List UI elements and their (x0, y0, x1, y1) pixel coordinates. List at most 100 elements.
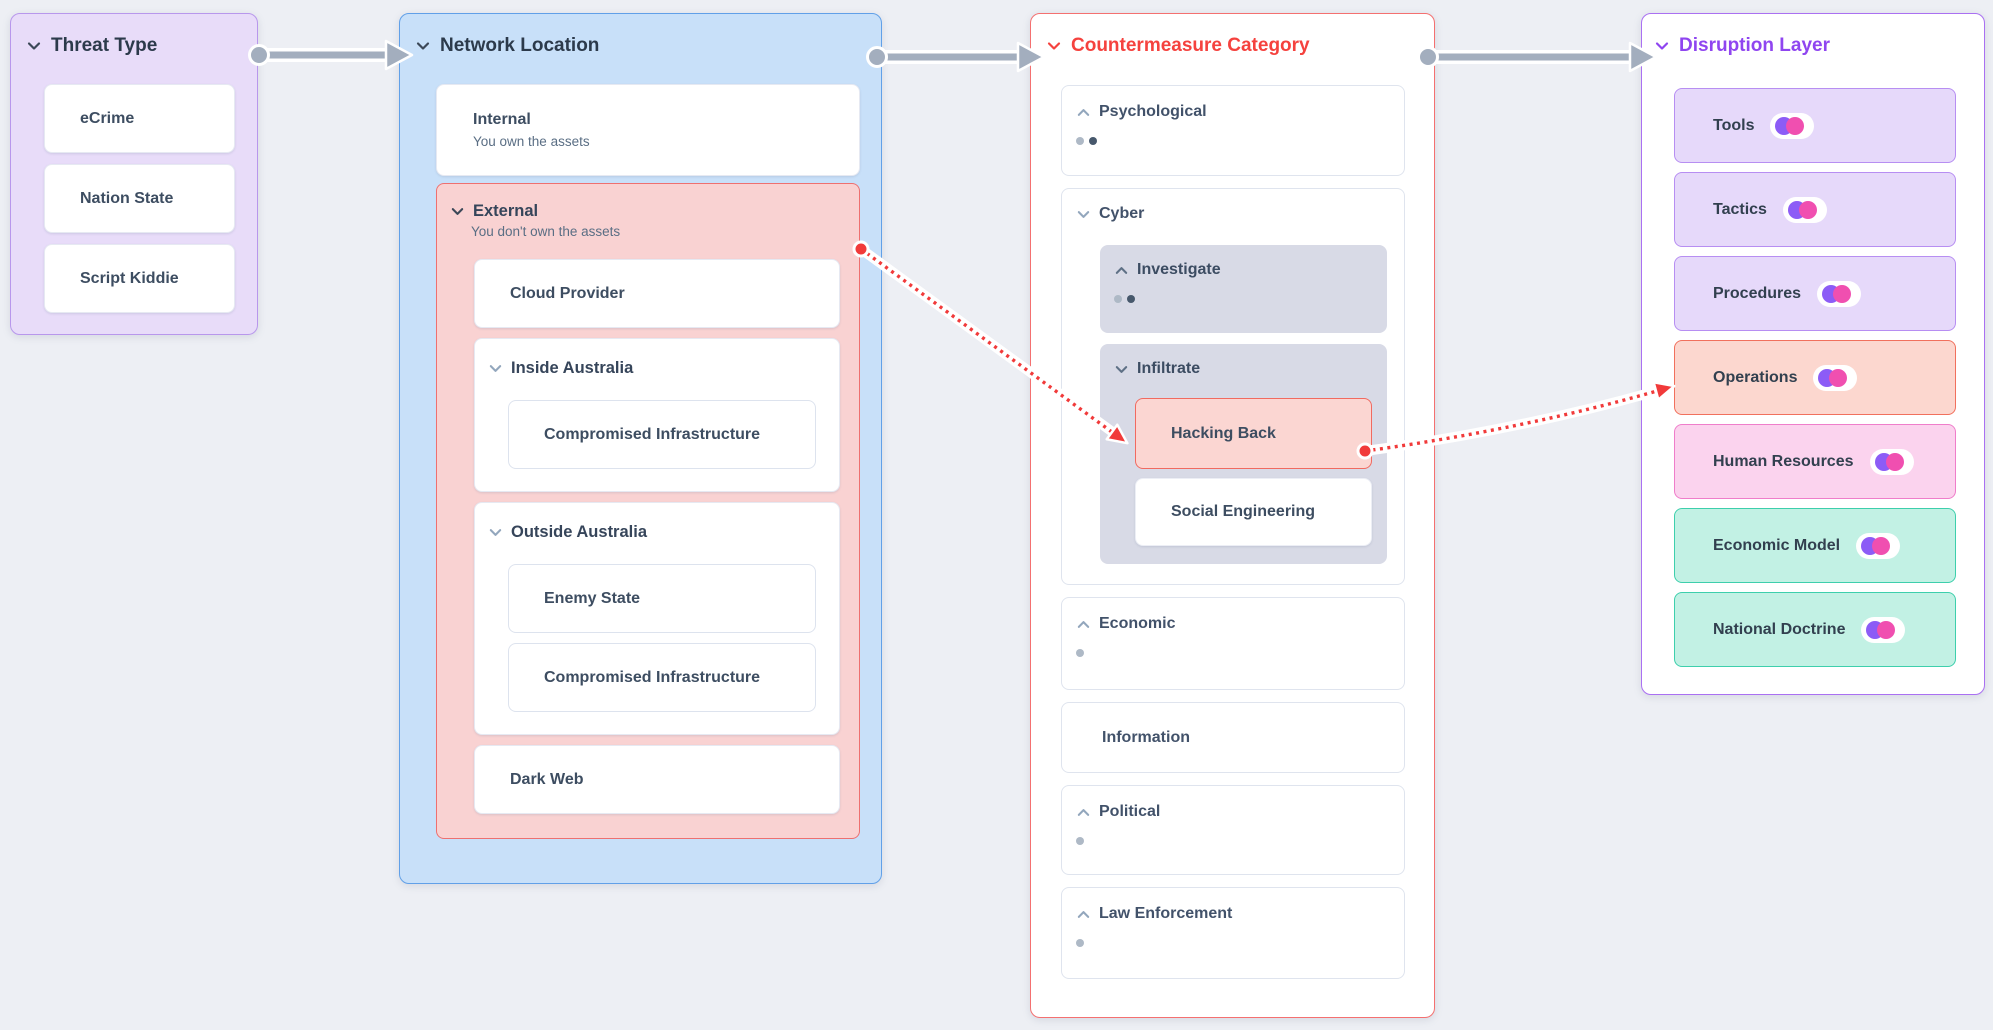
countermeasure-category-header[interactable]: Countermeasure Category (1031, 14, 1434, 57)
node-procedures[interactable]: Procedures (1674, 256, 1956, 331)
panel-countermeasure-category: Countermeasure Category Psychological Cy… (1030, 13, 1435, 1018)
chevron-up-icon[interactable] (1114, 263, 1129, 278)
node-social-engineering[interactable]: Social Engineering (1135, 478, 1372, 546)
group-outside-australia[interactable]: Outside Australia Enemy State Compromise… (474, 502, 840, 735)
node-ecrime[interactable]: eCrime (44, 84, 235, 153)
node-sublabel: You own the assets (473, 134, 590, 149)
badge-pink-dot (1798, 200, 1817, 219)
chevron-down-icon[interactable] (488, 361, 503, 376)
badge-pink-dot (1877, 620, 1896, 639)
group-psychological[interactable]: Psychological (1061, 85, 1405, 176)
node-label: eCrime (80, 109, 135, 127)
threat-type-items: eCrime Nation State Script Kiddie (44, 84, 235, 313)
node-compromised-infrastructure-outside[interactable]: Compromised Infrastructure (508, 643, 816, 712)
node-compromised-infrastructure-inside[interactable]: Compromised Infrastructure (508, 400, 816, 469)
node-script-kiddie[interactable]: Script Kiddie (44, 244, 235, 313)
badge-pink-dot (1786, 116, 1805, 135)
countermeasure-items: Psychological Cyber (1061, 85, 1405, 979)
panel-title: Threat Type (51, 35, 158, 56)
layer-badge (1856, 532, 1901, 559)
threat-type-header[interactable]: Threat Type (11, 14, 257, 57)
group-cyber[interactable]: Cyber Investigate (1061, 188, 1405, 585)
external-children: Cloud Provider Inside Australia Compromi… (474, 259, 840, 814)
node-human-resources[interactable]: Human Resources (1674, 424, 1956, 499)
node-tactics[interactable]: Tactics (1674, 172, 1956, 247)
node-dark-web[interactable]: Dark Web (474, 745, 840, 814)
node-label: Social Engineering (1171, 503, 1316, 520)
group-economic[interactable]: Economic (1061, 597, 1405, 690)
inside-australia-header[interactable]: Inside Australia (475, 359, 816, 378)
chevron-up-icon[interactable] (1076, 617, 1091, 632)
layer-badge (1861, 616, 1906, 643)
infiltrate-children: Hacking Back Social Engineering (1135, 398, 1372, 546)
political-header[interactable]: Political (1076, 803, 1390, 821)
chevron-up-icon[interactable] (1076, 907, 1091, 922)
law-enforcement-header[interactable]: Law Enforcement (1076, 905, 1390, 923)
information-label: Information (1076, 729, 1390, 747)
chevron-down-icon[interactable] (415, 38, 431, 54)
group-inside-australia[interactable]: Inside Australia Compromised Infrastruct… (474, 338, 840, 492)
node-label: Cloud Provider (510, 284, 625, 302)
panel-title: Network Location (440, 35, 600, 56)
dot (1076, 837, 1084, 845)
group-external[interactable]: External You don't own the assets Cloud … (436, 183, 860, 839)
flow-connector-network-to-countermeasure (866, 41, 1046, 73)
cyber-header[interactable]: Cyber (1076, 205, 1387, 223)
badge-pink-dot (1829, 368, 1848, 387)
dot (1076, 649, 1084, 657)
investigate-header[interactable]: Investigate (1114, 261, 1372, 279)
panel-title: Disruption Layer (1679, 35, 1830, 56)
chevron-down-icon[interactable] (488, 525, 503, 540)
chevron-down-icon[interactable] (1114, 362, 1129, 377)
economic-header[interactable]: Economic (1076, 615, 1390, 633)
dot (1127, 295, 1135, 303)
badge-pink-dot (1885, 452, 1904, 471)
external-header[interactable]: External (437, 202, 840, 221)
outside-australia-children: Enemy State Compromised Infrastructure (508, 564, 816, 712)
node-nation-state[interactable]: Nation State (44, 164, 235, 233)
group-law-enforcement[interactable]: Law Enforcement (1061, 887, 1405, 979)
network-location-header[interactable]: Network Location (400, 14, 881, 57)
node-hacking-back[interactable]: Hacking Back (1135, 398, 1372, 469)
node-economic-model[interactable]: Economic Model (1674, 508, 1956, 583)
layer-badge (1782, 196, 1827, 223)
disruption-layer-header[interactable]: Disruption Layer (1642, 14, 1984, 57)
collapsed-children-dots (1076, 939, 1390, 947)
node-operations[interactable]: Operations (1674, 340, 1956, 415)
node-label: Enemy State (544, 589, 641, 607)
group-investigate[interactable]: Investigate (1100, 245, 1387, 333)
node-information[interactable]: Information (1061, 702, 1405, 773)
group-political[interactable]: Political (1061, 785, 1405, 875)
infiltrate-header[interactable]: Infiltrate (1114, 360, 1372, 378)
outside-australia-header[interactable]: Outside Australia (475, 523, 816, 542)
chevron-down-icon[interactable] (1076, 207, 1091, 222)
node-cloud-provider[interactable]: Cloud Provider (474, 259, 840, 328)
node-internal[interactable]: Internal You own the assets (436, 84, 860, 176)
badge-pink-dot (1833, 284, 1852, 303)
psychological-header[interactable]: Psychological (1076, 103, 1390, 121)
panel-network-location: Network Location Internal You own the as… (399, 13, 882, 884)
node-tools[interactable]: Tools (1674, 88, 1956, 163)
chevron-down-icon[interactable] (450, 204, 465, 219)
node-label: Economic Model (1713, 536, 1841, 554)
node-label: Human Resources (1713, 452, 1854, 470)
node-label: Tools (1713, 116, 1755, 134)
chevron-down-icon[interactable] (26, 38, 42, 54)
panel-title: Countermeasure Category (1071, 35, 1310, 56)
group-infiltrate[interactable]: Infiltrate Hacking Back Social Engineeri… (1100, 344, 1387, 564)
node-label: Procedures (1713, 284, 1802, 302)
node-label: Compromised Infrastructure (544, 668, 761, 686)
group-label: Investigate (1137, 261, 1221, 278)
chevron-up-icon[interactable] (1076, 105, 1091, 120)
cyber-children: Investigate Infiltrate (1100, 245, 1387, 564)
node-label: Hacking Back (1171, 424, 1276, 442)
chevron-down-icon[interactable] (1046, 38, 1062, 54)
node-national-doctrine[interactable]: National Doctrine (1674, 592, 1956, 667)
chevron-up-icon[interactable] (1076, 805, 1091, 820)
chevron-down-icon[interactable] (1654, 38, 1670, 54)
group-label: Information (1102, 729, 1190, 746)
layer-badge (1817, 280, 1862, 307)
group-label: Outside Australia (511, 523, 648, 541)
node-enemy-state[interactable]: Enemy State (508, 564, 816, 633)
